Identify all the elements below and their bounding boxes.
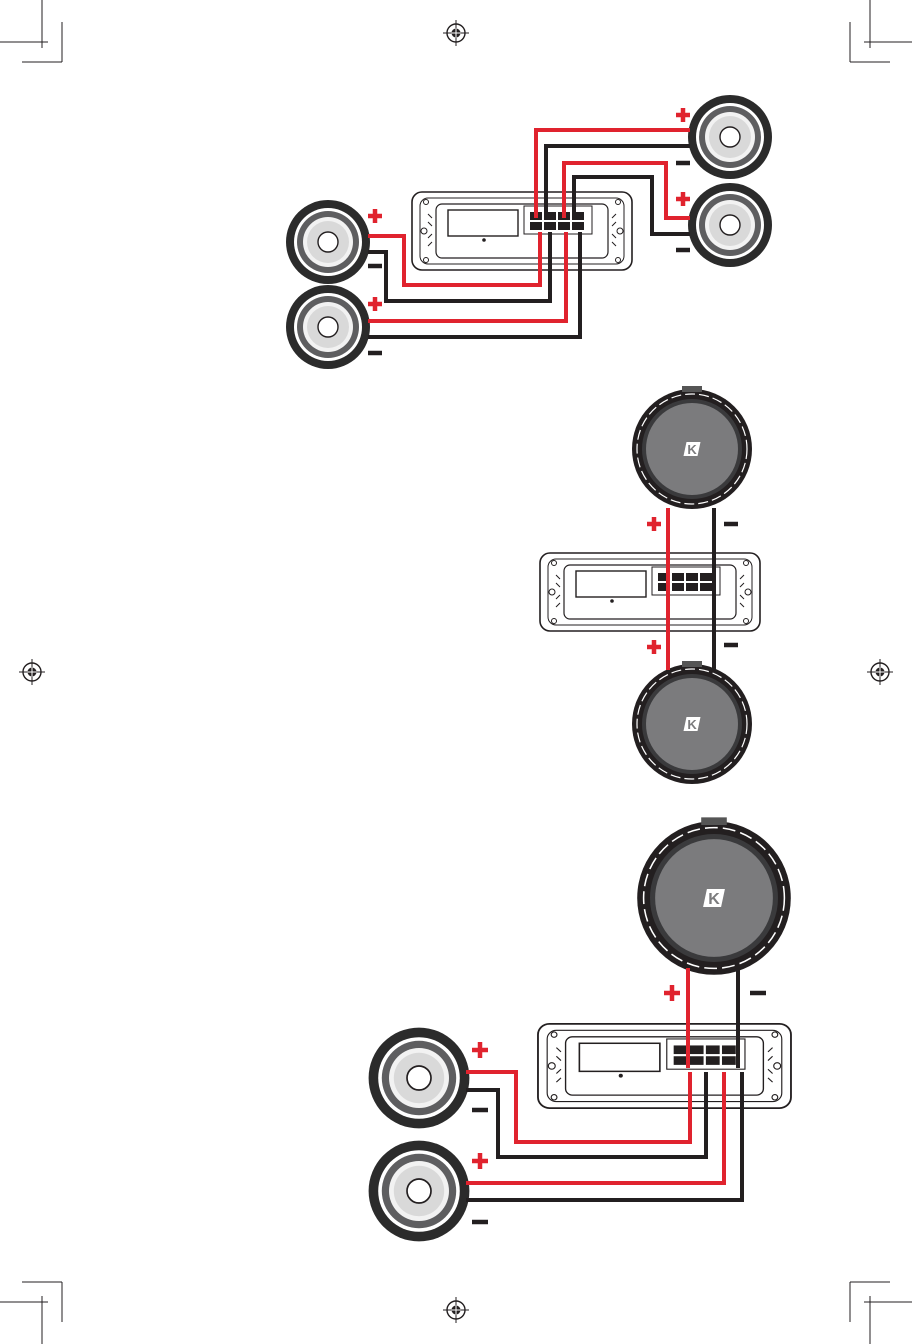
polarity-plus-sign — [368, 209, 382, 223]
polarity-plus-sign — [472, 1153, 488, 1169]
speaker-front-right — [688, 95, 772, 179]
amplifier — [538, 1024, 791, 1108]
svg-text:K: K — [687, 442, 697, 457]
speaker-rear-left — [286, 285, 370, 369]
speaker-front — [369, 1028, 470, 1129]
polarity-plus-sign — [647, 640, 661, 654]
two-speaker-one-sub-wiring-diagram: K — [369, 817, 791, 1241]
speaker-rear — [369, 1141, 470, 1242]
amplifier — [540, 553, 760, 631]
registration-mark-icon — [19, 659, 45, 685]
polarity-plus-sign — [676, 192, 690, 206]
four-speaker-wiring-diagram — [286, 95, 772, 369]
polarity-plus-sign — [368, 297, 382, 311]
registration-mark-icon — [443, 1297, 469, 1323]
polarity-plus-sign — [676, 108, 690, 122]
registration-mark-icon — [443, 20, 469, 46]
amplifier — [412, 192, 632, 270]
two-subwoofer-wiring-diagram: K K — [540, 386, 760, 784]
svg-text:K: K — [708, 891, 720, 908]
registration-mark-icon — [867, 659, 893, 685]
speaker-rear-right — [688, 183, 772, 267]
polarity-plus-sign — [472, 1042, 488, 1058]
speaker-front-left — [286, 200, 370, 284]
svg-text:K: K — [687, 717, 697, 732]
polarity-plus-sign — [647, 517, 661, 531]
polarity-plus-sign — [664, 985, 680, 1001]
